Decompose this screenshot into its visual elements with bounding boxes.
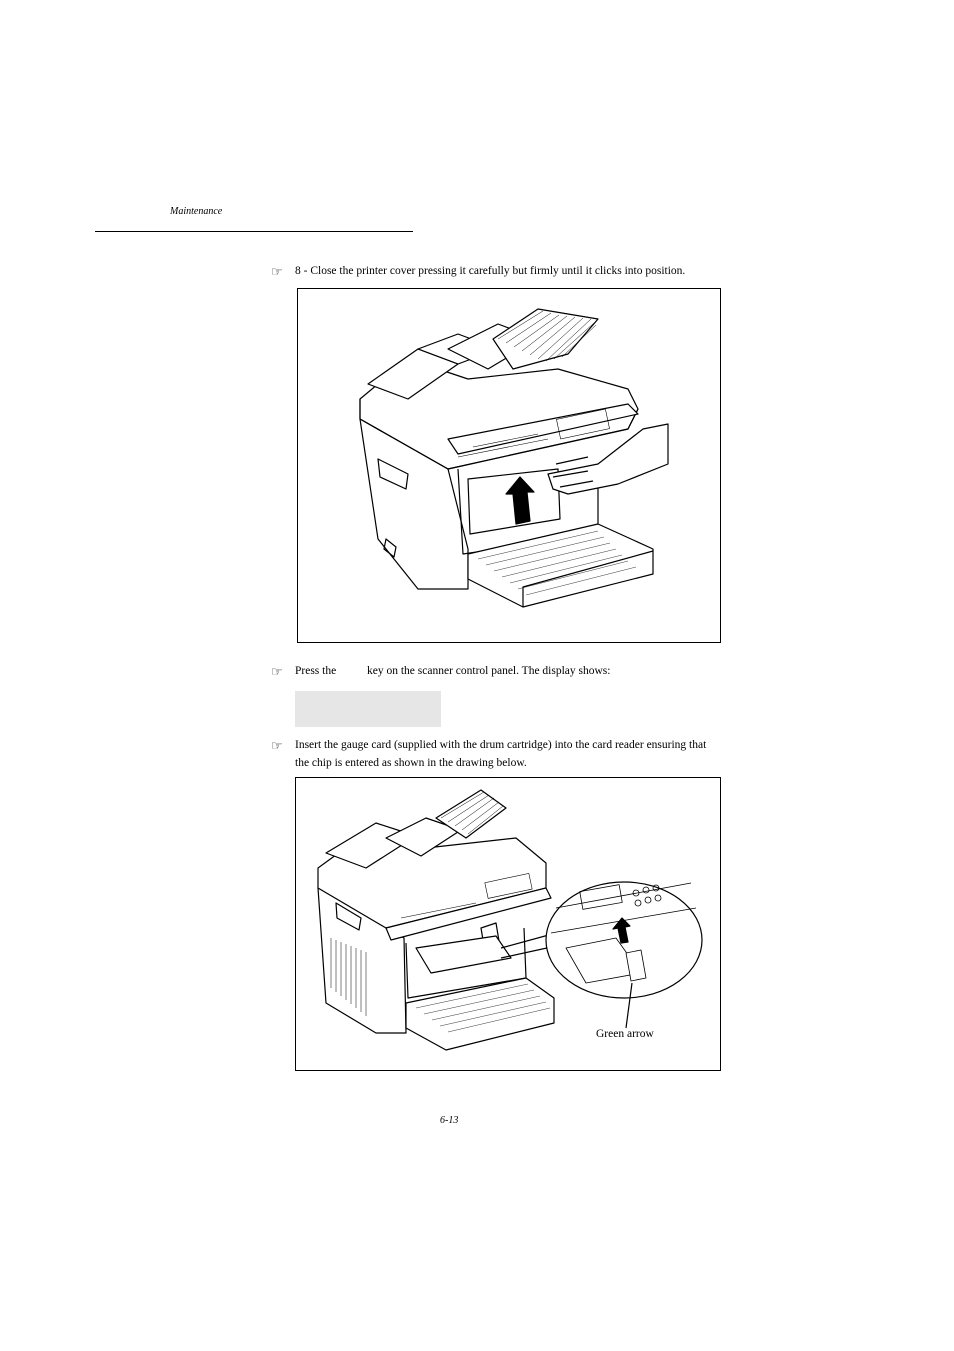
step-insert-card-line-2: the chip is entered as shown in the draw…	[295, 757, 527, 769]
step-insert-card-line-1: Insert the gauge card (supplied with the…	[295, 739, 707, 751]
hand-pointer-icon: ☞	[271, 264, 283, 279]
page-number: 6-13	[440, 1115, 459, 1126]
display-screen	[295, 691, 441, 727]
step-press-key-text-after: key on the scanner control panel. The di…	[367, 665, 611, 677]
green-arrow-caption: Green arrow	[596, 1028, 654, 1040]
hand-pointer-icon: ☞	[271, 738, 283, 753]
section-title: Maintenance	[170, 206, 223, 217]
header-rule	[95, 231, 413, 232]
step-press-key-text-before: Press the	[295, 665, 337, 677]
hand-pointer-icon: ☞	[271, 664, 283, 679]
figure-insert-gauge-card: Green arrow	[295, 777, 721, 1071]
figure-close-printer-cover	[297, 288, 721, 643]
step-8-text: 8 - Close the printer cover pressing it …	[295, 265, 686, 277]
